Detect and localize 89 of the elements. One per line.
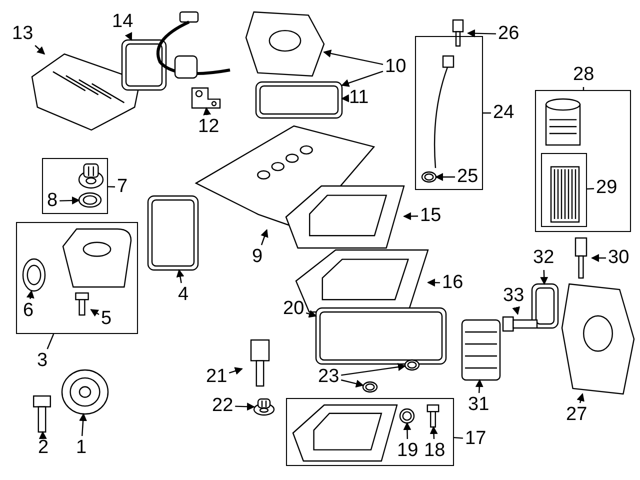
callout-number: 10: [385, 57, 406, 77]
leader-line: [576, 393, 584, 404]
leader-line: [340, 379, 364, 388]
callout-number: 5: [101, 309, 112, 329]
leader-line: [90, 309, 100, 317]
callout-number: 6: [23, 301, 34, 321]
leader-line: [467, 29, 496, 38]
o-ring-drawing: [422, 172, 436, 182]
callout-number: 27: [566, 405, 588, 425]
washer-drawing: [400, 409, 414, 423]
leader-line: [403, 422, 412, 440]
oil-cooler-drawing: [462, 320, 500, 380]
leader-line: [540, 270, 548, 285]
callout-number: 12: [198, 117, 220, 137]
o-ring-drawing: [363, 382, 377, 392]
leader-line: [34, 45, 46, 55]
leader-line: [228, 367, 243, 375]
callout-number: 17: [465, 429, 486, 449]
leader-line: [235, 402, 255, 411]
leader-line: [306, 310, 317, 318]
callout-number: 2: [38, 438, 49, 458]
callout-number: 11: [349, 88, 369, 108]
leader-line: [26, 290, 34, 300]
cover-gasket-drawing: [256, 82, 342, 118]
oil-pan-gasket-drawing: [316, 308, 446, 364]
callout-number: 23: [318, 367, 340, 387]
callout-number: 24: [493, 103, 514, 123]
baffle-drawing: [286, 186, 404, 248]
leader-line: [427, 278, 440, 287]
filler-cap-drawing: [79, 164, 103, 188]
leader-line: [341, 70, 384, 87]
callout-number: 22: [212, 396, 234, 416]
callout-number: 20: [283, 299, 304, 319]
callout-number: 26: [498, 24, 520, 44]
gasket-drawing: [148, 196, 198, 270]
callout-number: 18: [424, 441, 446, 461]
callout-number: 16: [442, 273, 464, 293]
manifold-gasket-drawing: [122, 40, 166, 90]
leader-line: [124, 32, 132, 41]
leader-line: [341, 363, 406, 376]
leader-line: [591, 254, 606, 262]
callout-number: 33: [503, 286, 524, 306]
leader-line: [323, 50, 384, 65]
callout-number: 15: [420, 206, 442, 226]
leader-line: [176, 269, 184, 284]
seal-ring-drawing: [23, 259, 45, 291]
leader-line: [435, 173, 455, 181]
leader-line: [512, 306, 520, 315]
valve-drawing: [503, 314, 537, 334]
drain-plug-drawing: [425, 405, 441, 427]
bolt-drawing: [73, 293, 91, 315]
callout-number: 1: [76, 438, 87, 458]
callout-number: 4: [178, 285, 189, 305]
callout-number: 25: [457, 167, 478, 187]
o-ring-drawing: [405, 360, 419, 370]
callout-number: 8: [47, 191, 58, 211]
housing-drawing: [562, 284, 634, 394]
oil-filter-drawing: [546, 99, 580, 145]
leader-line: [430, 426, 438, 440]
leader-line: [260, 229, 268, 246]
leader-line: [38, 431, 47, 440]
leader-line: [79, 413, 88, 436]
callout-number: 21: [206, 367, 228, 387]
callout-number: 32: [533, 248, 554, 268]
upper-housing-drawing: [246, 12, 324, 76]
leader-line: [203, 107, 212, 116]
callout-number: 3: [37, 351, 48, 371]
callout-number: 30: [608, 248, 630, 268]
gasket-drawing: [532, 284, 558, 328]
callout-number: 28: [573, 65, 594, 85]
leader-line: [60, 196, 80, 204]
callout-number: 29: [596, 178, 618, 198]
callout-number: 9: [252, 247, 263, 267]
callout-number: 31: [468, 395, 490, 415]
seal-ring-drawing: [79, 193, 101, 207]
leader-line: [403, 212, 418, 220]
bracket-drawing: [190, 86, 220, 108]
callout-number: 19: [397, 441, 418, 461]
bolt-drawing: [30, 396, 54, 432]
timing-cover-drawing: [63, 229, 131, 287]
callout-number: 13: [12, 24, 34, 44]
intake-manifold-drawing: [32, 54, 140, 130]
oil-pan-drawing: [293, 405, 397, 461]
leader-line: [475, 379, 484, 394]
plug-drawing: [254, 399, 274, 415]
callout-number: 7: [117, 177, 128, 197]
pulley-drawing: [62, 370, 108, 414]
callout-number: 14: [112, 12, 134, 32]
leader-line: [341, 94, 350, 102]
